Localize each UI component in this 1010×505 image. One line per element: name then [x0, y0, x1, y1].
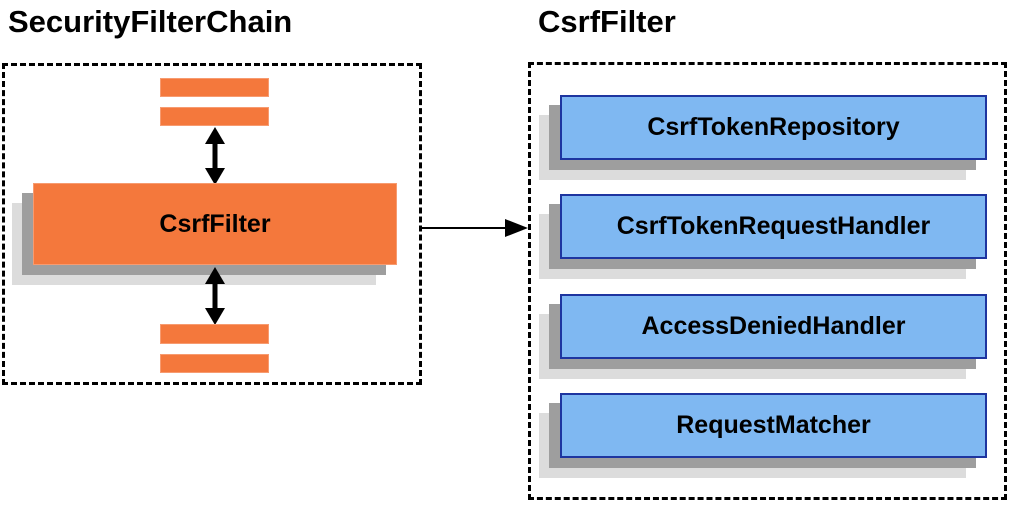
- component-label: AccessDeniedHandler: [641, 312, 906, 340]
- csrf-filter-components-container: CsrfTokenRepository CsrfTokenRequestHand…: [528, 62, 1007, 500]
- bidirectional-arrow-top: [205, 127, 225, 185]
- csrf-filter-box: CsrfFilter: [33, 183, 397, 265]
- security-filter-chain-title: SecurityFilterChain: [8, 4, 293, 39]
- security-filter-chain-container: CsrfFilter: [2, 63, 422, 385]
- filter-placeholder-bar-top-1: [160, 78, 269, 97]
- component-box-csrf-token-request-handler: CsrfTokenRequestHandler: [560, 194, 987, 259]
- component-label: RequestMatcher: [676, 411, 871, 439]
- bidirectional-arrow-bottom: [205, 267, 225, 325]
- component-box-request-matcher: RequestMatcher: [560, 393, 987, 458]
- component-box-access-denied-handler: AccessDeniedHandler: [560, 294, 987, 359]
- csrf-filter-box-label: CsrfFilter: [159, 209, 271, 238]
- filter-placeholder-bar-bottom-1: [160, 324, 269, 344]
- component-label: CsrfTokenRepository: [647, 113, 900, 141]
- csrf-filter-title: CsrfFilter: [538, 4, 676, 39]
- component-label: CsrfTokenRequestHandler: [616, 212, 931, 240]
- filter-placeholder-bar-bottom-2: [160, 354, 269, 373]
- filter-placeholder-bar-top-2: [160, 107, 269, 126]
- link-arrow: [422, 219, 528, 237]
- component-box-csrf-token-repository: CsrfTokenRepository: [560, 95, 987, 160]
